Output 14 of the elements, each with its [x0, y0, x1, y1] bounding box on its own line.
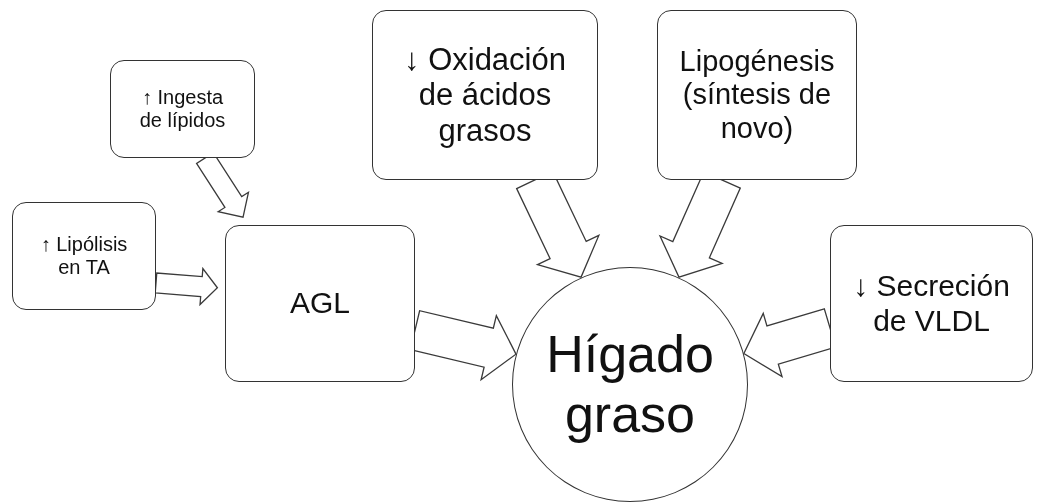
node-label: ↑ Ingesta de lípidos: [138, 86, 227, 132]
rounded-box: [657, 10, 857, 180]
block-arrow: [154, 266, 219, 307]
node-label: AGL: [290, 286, 350, 321]
node-label: ↑ Lipólisis en TA: [39, 233, 129, 279]
rounded-box: [830, 225, 1033, 382]
rounded-box: [225, 225, 415, 382]
node-label: ↓ Oxidación de ácidos grasos: [403, 41, 567, 149]
rounded-box: [110, 60, 255, 158]
node-label: ↓ Secreción de VLDL: [852, 269, 1011, 338]
rounded-box: [12, 202, 156, 310]
node-label: Lipogénesis (síntesis de novo): [678, 45, 836, 145]
rounded-box: [372, 10, 598, 180]
node-label: Hígado graso: [545, 324, 715, 445]
